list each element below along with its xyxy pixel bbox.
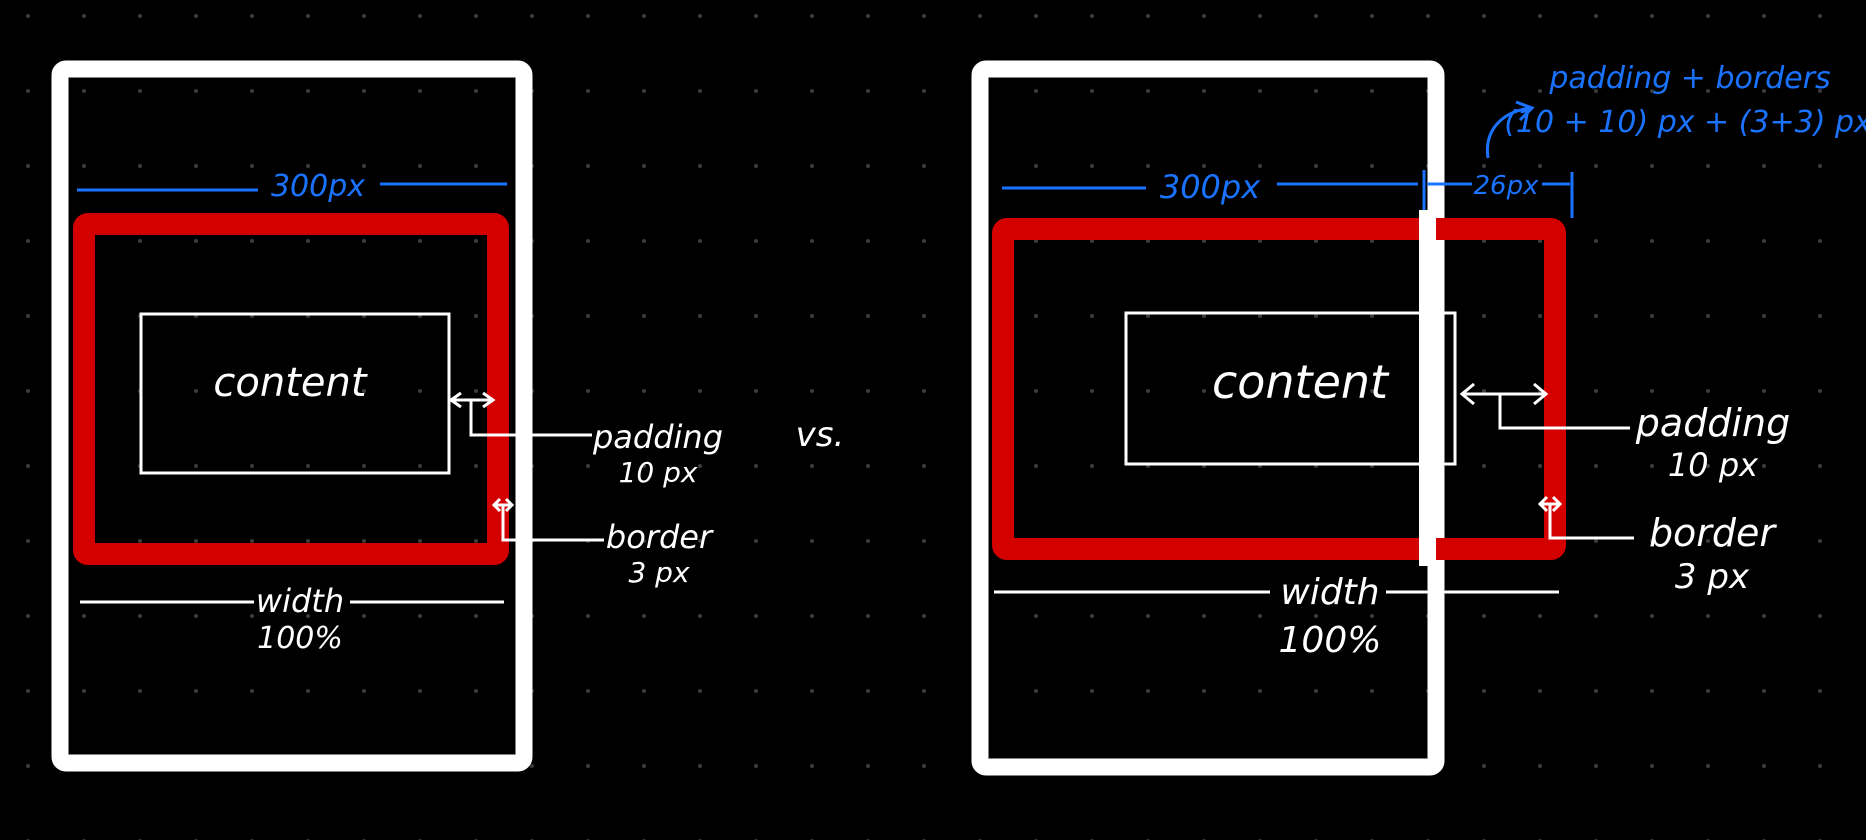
left-padding-leader	[469, 400, 592, 437]
right-padding-arrow-head-right	[1533, 382, 1549, 406]
right-width-value: 100%	[1279, 620, 1382, 661]
left-content-label: content	[213, 360, 367, 406]
right-diagram: 300px 26px padding + borders (10 + 10) p…	[971, 60, 1866, 776]
left-diagram: 300px content padding 10 px border 3 px …	[51, 60, 723, 772]
left-container-frame	[51, 60, 533, 772]
right-padding-arrow-head-left	[1459, 382, 1475, 406]
left-padding-arrow-head-left	[448, 391, 462, 409]
left-border-box	[73, 213, 509, 565]
right-overflow-label: 26px	[1474, 171, 1540, 201]
right-border-label: border	[1649, 511, 1777, 555]
left-width-value: 100%	[257, 621, 343, 656]
right-overflow-formula: (10 + 10) px + (3+3) px	[1504, 105, 1866, 140]
right-padding-label: padding	[1635, 401, 1790, 445]
right-padding-value: 10 px	[1668, 446, 1759, 484]
left-width-label: width	[256, 582, 344, 620]
right-width-300-label: 300px	[1160, 168, 1261, 206]
right-width-label: width	[1280, 572, 1379, 613]
left-width-300-label: 300px	[271, 169, 365, 204]
left-content-box	[139, 312, 451, 475]
left-border-value: 3 px	[628, 556, 689, 589]
right-container-edge-overlay	[1419, 210, 1436, 566]
right-border-leader	[1548, 504, 1634, 540]
right-content-box	[1124, 311, 1457, 466]
right-border-value: 3 px	[1675, 557, 1750, 597]
left-border-label: border	[606, 518, 714, 556]
left-border-leader	[501, 505, 604, 542]
left-padding-label: padding	[592, 418, 723, 456]
left-padding-arrow-head-right	[482, 391, 496, 409]
right-overflow-pointer-head	[1515, 100, 1535, 122]
right-overflow-title: padding + borders	[1548, 61, 1830, 96]
right-padding-leader	[1498, 394, 1630, 430]
right-content-label: content	[1212, 355, 1390, 409]
right-overflow-pointer	[1485, 106, 1531, 159]
left-padding-value: 10 px	[619, 456, 698, 489]
right-border-box	[992, 218, 1566, 560]
vs-separator: vs.	[796, 415, 845, 455]
